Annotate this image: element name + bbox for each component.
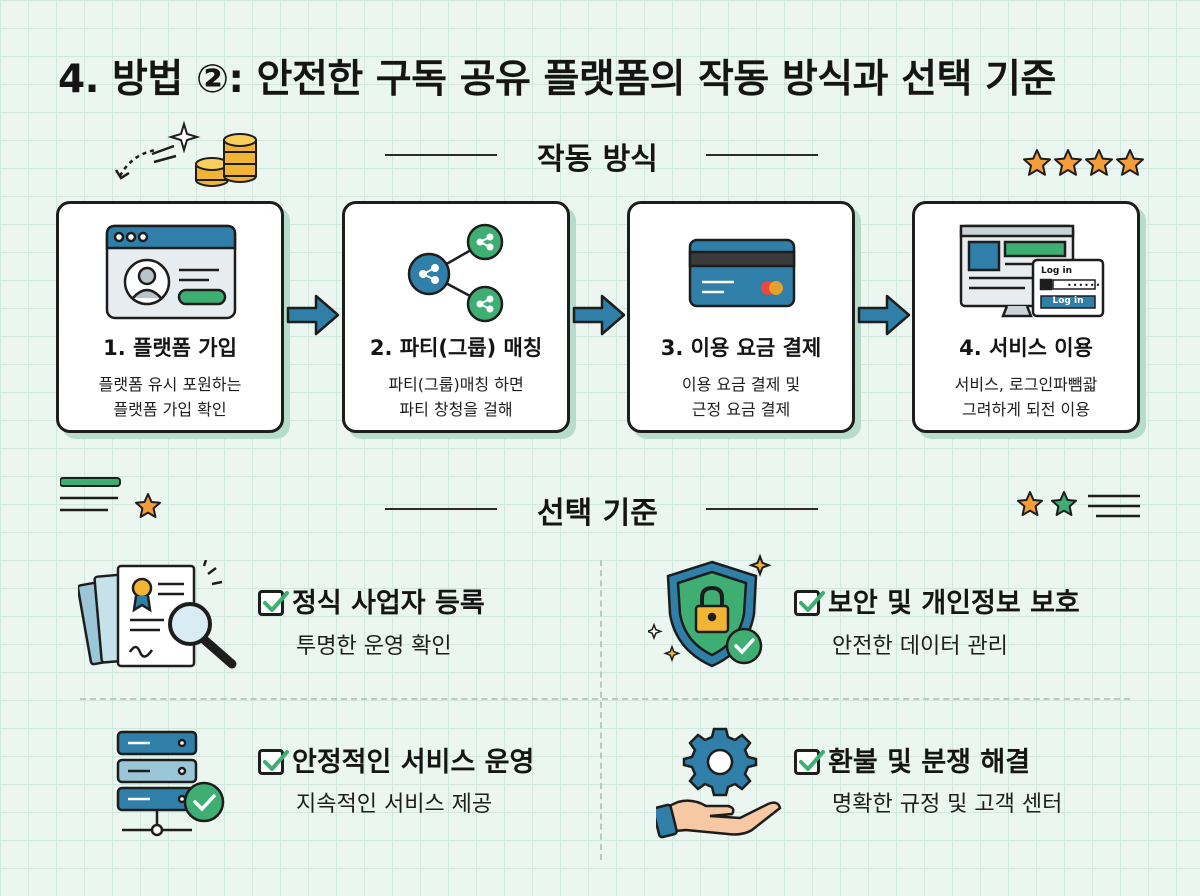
rating-stars-icon (1023, 149, 1144, 176)
arrow-right-icon (286, 294, 340, 336)
checkbox-checked-icon (258, 590, 289, 616)
criteria-title-refund: 환불 및 분쟁 해결 (794, 740, 1030, 779)
heading-rule-left (385, 154, 497, 156)
server-check-icon (116, 730, 225, 837)
step-title: 4. 서비스 이용 (959, 336, 1093, 360)
coin-stack-icon (114, 120, 257, 187)
criteria-title-registration: 정식 사업자 등록 (258, 581, 485, 620)
decor-stars-lines-icon (1017, 491, 1140, 518)
criteria-divider-vertical (600, 560, 602, 860)
credit-card-icon (688, 238, 796, 308)
criteria-desc-security: 안전한 데이터 관리 (832, 634, 1008, 659)
criteria-desc-refund: 명확한 규정 및 고객 센터 (832, 792, 1063, 817)
heading-rule-right (706, 154, 818, 156)
step-title: 2. 파티(그룹) 매칭 (369, 336, 543, 360)
login-button: Log in (1052, 296, 1084, 306)
criteria-title-stability: 안정적인 서비스 운영 (258, 740, 534, 779)
step-card-matching: 2. 파티(그룹) 매칭 파티(그룹)매칭 하면 파티 창청을 걸해 (342, 201, 570, 433)
step-card-signup: 1. 플랫폼 가입 플랫폼 유시 포원하는 플랫폼 가입 확인 (56, 201, 284, 433)
page-title: 4. 방법 ②: 안전한 구독 공유 플랫폼의 작동 방식과 선택 기준 (58, 57, 1056, 102)
step-description: 이용 요금 결제 및 근정 요금 결제 (681, 375, 801, 419)
login-label: Log in (1041, 266, 1072, 276)
criteria-title-security: 보안 및 개인정보 보호 (794, 581, 1080, 620)
gear-hand-icon (656, 727, 782, 839)
security-shield-icon (648, 554, 772, 668)
heading-rule-right (706, 508, 818, 510)
step-card-service: Log in •••••• Log in 4. 서비스 이용 서비스, 로그인파… (912, 201, 1140, 433)
heading-rule-left (385, 508, 497, 510)
how-it-works-heading: 작동 방식 (537, 142, 658, 177)
arrow-right-icon (857, 294, 911, 336)
step-title: 1. 플랫폼 가입 (103, 336, 237, 360)
checkbox-checked-icon (258, 749, 289, 775)
profile-window-icon (105, 224, 237, 320)
document-magnifier-icon (78, 560, 237, 669)
checkbox-checked-icon (794, 590, 825, 616)
criteria-divider-horizontal (80, 698, 1130, 700)
step-description: 플랫폼 유시 포원하는 플랫폼 가입 확인 (98, 375, 242, 419)
password-mask: •••••• (1067, 281, 1102, 290)
criteria-desc-registration: 투명한 운영 확인 (296, 634, 452, 659)
step-title: 3. 이용 요금 결제 (660, 336, 822, 360)
step-description: 서비스, 로그인파뺌괇 그려하게 되전 이용 (954, 375, 1098, 419)
decor-lines-star-icon (60, 477, 161, 518)
checkbox-checked-icon (794, 749, 825, 775)
share-network-icon (407, 223, 504, 323)
login-screen-icon (959, 224, 1105, 318)
criteria-desc-stability: 지속적인 서비스 제공 (296, 792, 493, 817)
step-card-payment: 3. 이용 요금 결제 이용 요금 결제 및 근정 요금 결제 (627, 201, 855, 433)
step-description: 파티(그룹)매칭 하면 파티 창청을 걸해 (388, 375, 524, 419)
arrow-right-icon (572, 294, 626, 336)
criteria-heading: 선택 기준 (537, 496, 658, 531)
